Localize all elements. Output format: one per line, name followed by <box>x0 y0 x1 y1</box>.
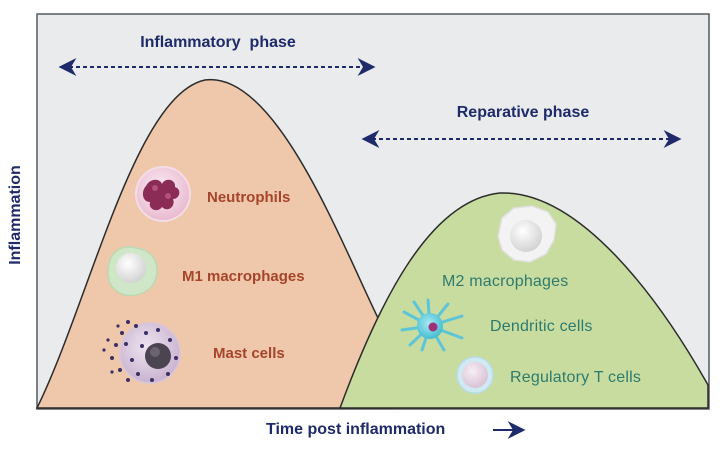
inflammatory-phase-label: Inflammatory phase <box>140 34 296 51</box>
neutrophils-label: Neutrophils <box>207 189 290 206</box>
neutrophil-icon <box>135 166 191 222</box>
mast-cell-icon <box>102 320 181 384</box>
y-axis-label: Inflammation <box>7 165 24 265</box>
reparative-curve <box>338 192 709 409</box>
m1-macrophages-label: M1 macrophages <box>182 268 305 285</box>
inflammatory-curve <box>35 79 393 409</box>
regulatory-t-cell-icon <box>456 356 494 394</box>
m1-macrophage-icon <box>107 246 158 297</box>
dendritic-cells-label: Dendritic cells <box>490 318 593 335</box>
reparative-phase-label: Reparative phase <box>457 104 590 121</box>
dendritic-cell-icon <box>400 298 464 352</box>
m2-macrophage-icon <box>497 205 557 263</box>
m2-macrophages-label: M2 macrophages <box>442 273 568 290</box>
mast-cells-label: Mast cells <box>213 345 285 362</box>
x-axis-label: Time post inflammation <box>266 421 445 438</box>
regulatory-t-cells-label: Regulatory T cells <box>510 369 641 386</box>
